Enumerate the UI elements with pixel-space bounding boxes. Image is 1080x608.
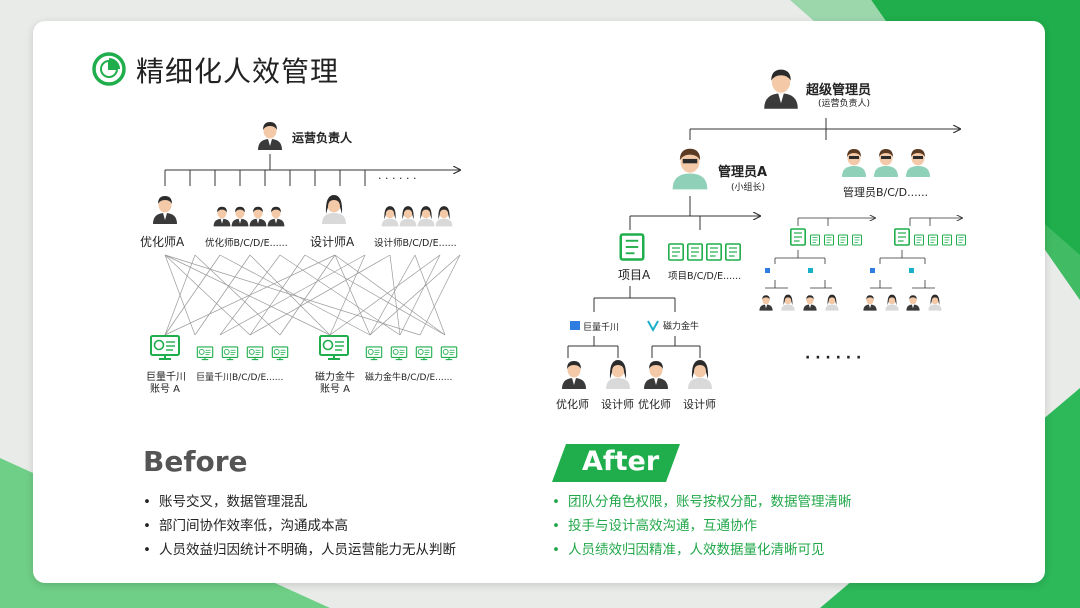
super-admin-label: 超级管理员 xyxy=(806,82,871,98)
account-label: 巨量千川 xyxy=(146,371,186,383)
monitor-icon xyxy=(319,335,349,360)
before-person-label: 设计师A xyxy=(310,235,355,249)
project-icon xyxy=(705,243,723,261)
before-bullet: 部门间协作效率低，沟通成本高 xyxy=(143,514,456,538)
optimizer-group-icon xyxy=(267,206,285,227)
designer-group-icon xyxy=(417,206,435,227)
after-bullet: 团队分角色权限，账号按权分配，数据管理清晰 xyxy=(552,490,852,514)
project-icon xyxy=(942,234,952,246)
monitor-icon xyxy=(196,346,214,361)
optimizer-group-icon xyxy=(249,206,267,227)
account-label: 账号 A xyxy=(150,383,180,395)
project-icon xyxy=(852,234,862,246)
project-icon xyxy=(810,234,820,246)
cili-logo-icon xyxy=(647,320,659,333)
mini-person-icon xyxy=(906,295,920,311)
account-label: 账号 A xyxy=(320,383,350,395)
designer-icon xyxy=(688,360,712,389)
project-icon xyxy=(668,243,685,261)
before-heading: Before xyxy=(143,445,248,478)
before-person-label: 优化师B/C/D/E...... xyxy=(205,237,288,249)
super-admin-icon xyxy=(764,69,798,109)
mini-person-icon xyxy=(825,294,839,311)
mini-person-icon xyxy=(863,295,877,311)
after-bullet: 投手与设计高效沟通，互通协作 xyxy=(552,514,852,538)
before-bullet: 账号交叉，数据管理混乱 xyxy=(143,490,456,514)
before-diagram: 运营负责人 · · · · · · 优化师A 优化师B/C/D/E...... … xyxy=(140,122,460,395)
optimizer-icon xyxy=(562,361,586,389)
pie-chart-icon xyxy=(92,52,126,86)
mini-person-icon xyxy=(928,294,942,311)
designer-group-icon xyxy=(381,206,399,227)
super-admin-sub: (运营负责人) xyxy=(818,97,870,109)
role-label: 设计师 xyxy=(683,398,716,411)
project-icon xyxy=(619,233,645,261)
projects-other-label: 项目B/C/D/E...... xyxy=(668,271,741,282)
optimizer-group-icon xyxy=(213,206,231,227)
account-label: 巨量千川B/C/D/E...... xyxy=(196,372,283,383)
account-label: 磁力金牛B/C/D/E...... xyxy=(365,371,452,383)
before-person-label: 优化师A xyxy=(140,235,185,249)
manager-avatar-icon xyxy=(258,122,282,150)
after-bullet-list: 团队分角色权限，账号按权分配，数据管理清晰 投手与设计高效沟通，互通协作 人员绩… xyxy=(552,490,852,562)
after-bullet: 人员绩效归因精准，人效数据量化清晰可见 xyxy=(552,538,852,562)
project-icon xyxy=(824,234,834,246)
project-a-label: 项目A xyxy=(618,268,651,282)
project-icon xyxy=(724,243,742,261)
project-icon xyxy=(838,234,848,246)
mini-person-icon xyxy=(885,294,899,311)
admin-other-icon xyxy=(906,149,930,177)
admin-other-icon xyxy=(874,149,898,177)
optimizer-a-icon xyxy=(153,196,177,224)
crossing-lines xyxy=(164,254,461,336)
monitor-icon xyxy=(271,346,289,361)
mini-tree xyxy=(797,218,962,226)
project-icon xyxy=(686,243,704,261)
monitor-icon xyxy=(221,346,239,361)
after-heading: After xyxy=(582,446,660,477)
admins-other-label: 管理员B/C/D...... xyxy=(843,185,928,199)
page-title: 精细化人效管理 xyxy=(136,55,340,88)
project-icon xyxy=(789,228,807,246)
admin-a-icon xyxy=(672,148,708,190)
monitor-icon xyxy=(440,346,458,361)
designer-icon xyxy=(606,360,630,389)
monitor-icon xyxy=(150,335,180,360)
mini-person-icon xyxy=(781,294,795,311)
mini-person-icon xyxy=(759,295,773,311)
monitor-icon xyxy=(415,346,433,361)
optimizer-icon xyxy=(644,361,668,389)
before-bullet-list: 账号交叉，数据管理混乱 部门间协作效率低，沟通成本高 人员效益归因统计不明确，人… xyxy=(143,490,456,562)
platform-label: 磁力金牛 xyxy=(663,320,699,332)
mini-person-icon xyxy=(803,295,817,311)
monitor-icon xyxy=(390,346,408,361)
role-label: 优化师 xyxy=(556,397,589,411)
after-diagram: 超级管理员 (运营负责人) 管理员A (小组长) 管理员B/C/D...... … xyxy=(556,69,966,411)
designer-group-icon xyxy=(399,206,417,227)
account-label: 磁力金牛 xyxy=(315,370,355,383)
role-label: 设计师 xyxy=(601,398,634,411)
project-icon xyxy=(893,228,910,246)
qianchuan-logo-icon xyxy=(570,321,580,330)
admin-a-sub: (小组长) xyxy=(731,181,765,193)
designer-group-icon xyxy=(435,206,453,227)
platform-label: 巨量千川 xyxy=(583,322,619,333)
admin-a-label: 管理员A xyxy=(718,164,767,180)
after-badge xyxy=(552,444,680,482)
project-icon xyxy=(914,234,924,246)
admin-other-icon xyxy=(842,149,866,177)
monitor-icon xyxy=(365,346,383,361)
before-root-label: 运营负责人 xyxy=(292,130,353,145)
before-person-label: 设计师B/C/D/E...... xyxy=(374,237,457,249)
designer-a-icon xyxy=(322,195,346,224)
after-more-dots: · · · · · · xyxy=(805,350,861,366)
optimizer-group-icon xyxy=(231,206,249,227)
monitor-icon xyxy=(246,346,264,361)
project-icon xyxy=(928,234,938,246)
before-more-dots: · · · · · · xyxy=(378,172,416,185)
before-bullet: 人员效益归因统计不明确，人员运营能力无从判断 xyxy=(143,538,456,562)
project-icon xyxy=(956,234,966,246)
role-label: 优化师 xyxy=(638,397,671,411)
